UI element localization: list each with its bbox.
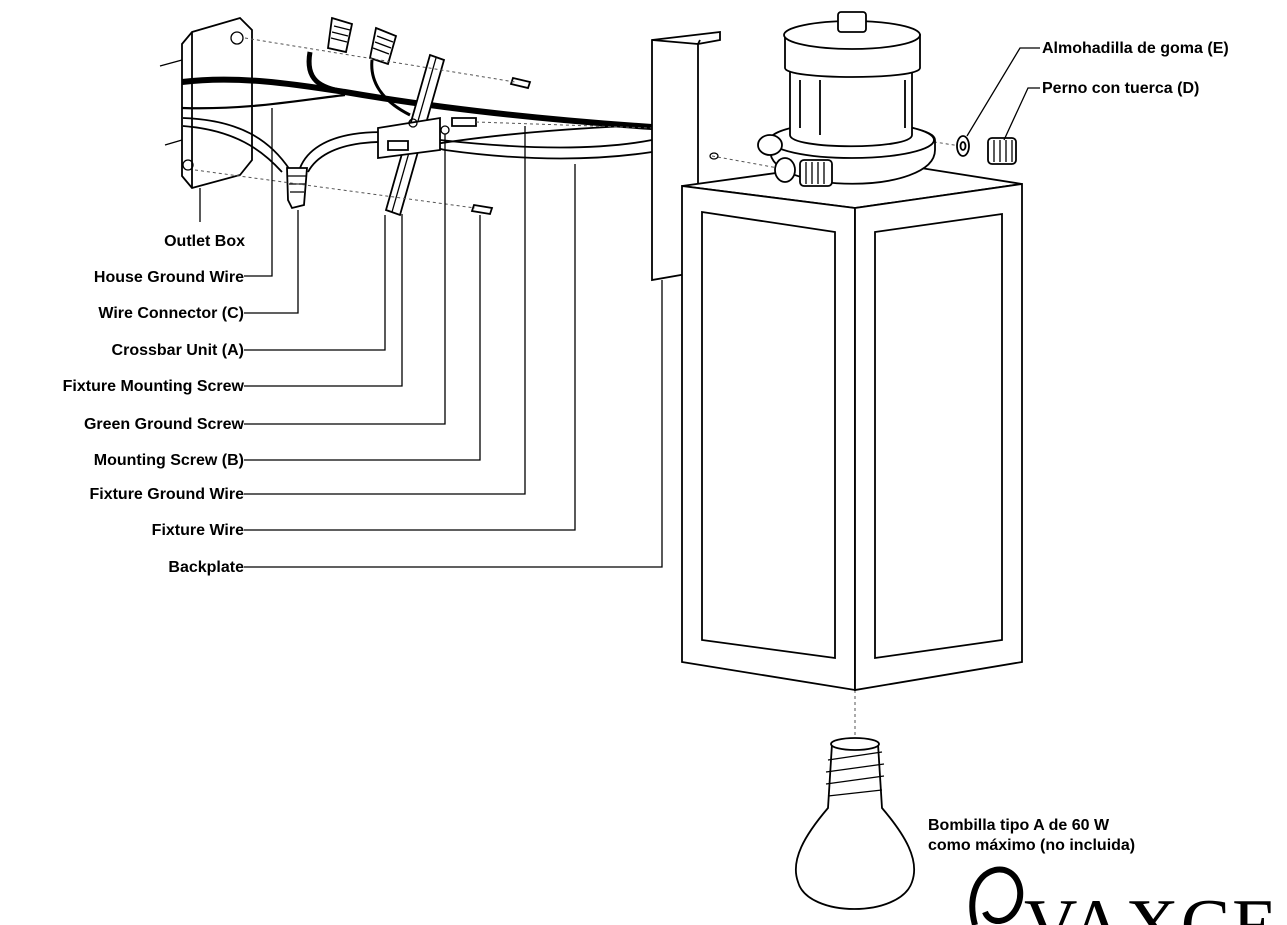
label-outlet-box: Outlet Box [164,233,245,250]
lantern-body [681,159,1023,692]
brand-wordmark: VAXCE [1024,885,1279,925]
label-crossbar-unit: Crossbar Unit (A) [112,342,244,359]
label-bolt-nut: Perno con tuerca (D) [1042,80,1199,97]
label-mounting-screw: Mounting Screw (B) [94,452,244,469]
label-fixture-ground-wire: Fixture Ground Wire [89,486,244,503]
motion-sensor [757,11,936,187]
label-fixture-wire: Fixture Wire [152,522,244,539]
leader-lines [199,47,1040,568]
backplate [651,30,721,282]
label-house-ground-wire: House Ground Wire [94,269,244,286]
screws [387,76,532,216]
wire-connectors-top [326,16,398,66]
label-bulb-line2: como máximo (no incluida) [928,837,1135,854]
crossbar-unit [377,53,450,217]
label-bulb-line1: Bombilla tipo A de 60 W [928,817,1110,834]
label-green-ground-screw: Green Ground Screw [84,416,245,433]
label-rubber-pad: Almohadilla de goma (E) [1042,40,1229,57]
label-fixture-mounting-screw: Fixture Mounting Screw [63,378,245,395]
wire-connector-c [286,167,308,210]
label-wire-connector: Wire Connector (C) [98,305,244,322]
brand-logo: VAXCE [969,866,1279,925]
label-backplate: Backplate [168,559,244,576]
bulb [794,737,916,910]
rubber-pad-and-bolt [956,135,1017,165]
outlet-box [159,16,253,190]
